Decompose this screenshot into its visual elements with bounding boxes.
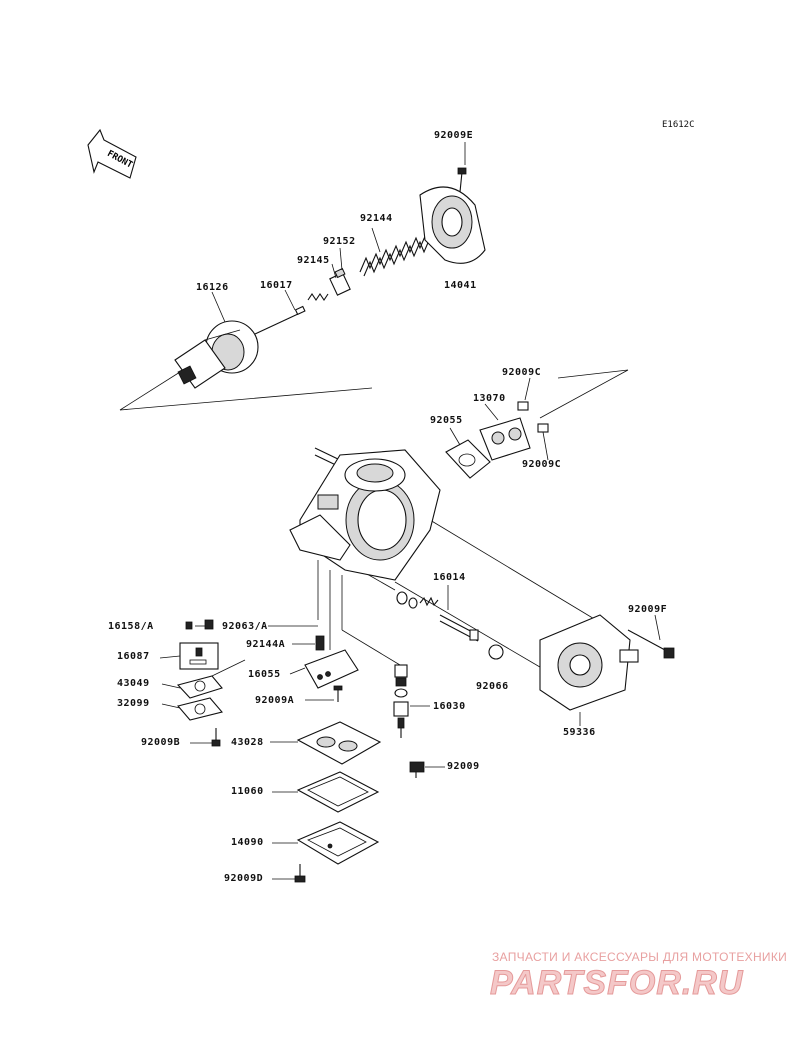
plate-32099 [177,697,223,721]
watermark-logo: PARTSFOR.RU [489,964,744,1003]
part-label-16126[interactable]: 16126 [196,282,229,293]
spring-92144 [359,233,431,277]
part-label-92009B[interactable]: 92009B [141,737,181,748]
part-label-92055[interactable]: 92055 [430,415,463,426]
holder-92152 [329,267,351,296]
part-label-43049[interactable]: 43049 [117,678,150,689]
diaphragm-43028 [296,721,382,765]
screw-92009B [211,728,221,747]
holder-13070 [479,417,531,461]
part-label-16087[interactable]: 16087 [117,651,150,662]
part-label-92152[interactable]: 92152 [323,236,356,247]
cover-14041 [419,167,486,264]
needle-16017 [254,305,306,335]
jet-stack-16030 [393,664,409,738]
part-label-32099[interactable]: 32099 [117,698,150,709]
small-parts-left [179,619,359,702]
part-label-16158A[interactable]: 16158/A [108,621,154,632]
part-label-92009F[interactable]: 92009F [628,604,668,615]
part-label-16014[interactable]: 16014 [433,572,466,583]
part-label-16030[interactable]: 16030 [433,701,466,712]
part-label-14090[interactable]: 14090 [231,837,264,848]
watermark-tagline: ЗАПЧАСТИ И АКСЕССУАРЫ ДЛЯ МОТОТЕХНИКИ [492,950,788,964]
screw-92009D [294,864,306,883]
part-label-92063A[interactable]: 92063/A [222,621,268,632]
cover-14090 [296,821,380,865]
part-label-92009C-bottom[interactable]: 92009C [522,459,562,470]
diagram-code: E1612C [662,120,695,130]
leader-lines [159,142,661,880]
piston-diaphragm-16126 [174,320,259,389]
part-label-16017[interactable]: 16017 [260,280,293,291]
gasket-43049 [176,675,223,699]
part-label-92009D[interactable]: 92009D [224,873,264,884]
part-label-92009C-top[interactable]: 92009C [502,367,542,378]
pump-cover-59336 [539,614,675,711]
part-label-92009A[interactable]: 92009A [255,695,295,706]
part-label-13070[interactable]: 13070 [473,393,506,404]
part-label-11060[interactable]: 11060 [231,786,264,797]
part-label-92009E[interactable]: 92009E [434,130,474,141]
gasket-92055 [445,439,491,479]
o-ring-92066 [488,644,504,660]
carburetor-body [289,447,441,581]
gasket-11060 [296,771,380,813]
part-label-92144[interactable]: 92144 [360,213,393,224]
part-label-16055[interactable]: 16055 [248,669,281,680]
screw-92009 [409,761,425,778]
small-spring [307,293,329,301]
part-label-92009[interactable]: 92009 [447,761,480,772]
part-label-92145[interactable]: 92145 [297,255,330,266]
part-label-59336[interactable]: 59336 [563,727,596,738]
screw-assembly-16014 [396,591,479,642]
part-label-43028[interactable]: 43028 [231,737,264,748]
front-arrow-icon: FRONT [87,128,137,179]
part-label-92066[interactable]: 92066 [476,681,509,692]
screw-92009C-top [517,401,529,411]
part-label-14041[interactable]: 14041 [444,280,477,291]
screw-92009C-bottom [537,423,549,433]
part-label-92144A[interactable]: 92144A [246,639,286,650]
